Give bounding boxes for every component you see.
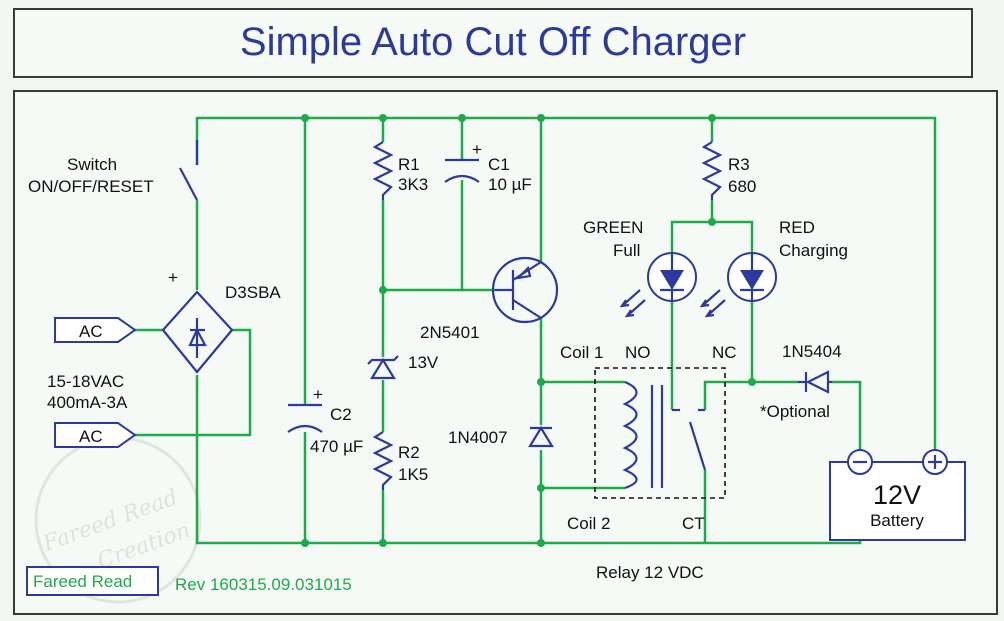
author-box: Fareed Read xyxy=(26,566,159,596)
battery-voltage: 12V xyxy=(873,480,921,510)
r1-value: 3K3 xyxy=(398,175,428,194)
output-diode-note: *Optional xyxy=(760,402,830,421)
c1-name: C1 xyxy=(488,155,510,174)
relay-ct-label: CT xyxy=(682,514,705,533)
ac-input-flag-2: AC xyxy=(54,422,137,448)
relay-nc-label: NC xyxy=(712,343,737,362)
led-green-symbol xyxy=(619,252,697,318)
ac-spec-current: 400mA-3A xyxy=(47,393,128,412)
ac-spec-voltage: 15-18VAC xyxy=(47,372,124,391)
flyback-diode-name: 1N4007 xyxy=(448,428,508,447)
c2-value: 470 µF xyxy=(310,437,363,456)
zener-value: 13V xyxy=(408,353,439,372)
flyback-diode-symbol xyxy=(528,425,554,448)
capacitor-c1-symbol xyxy=(444,158,480,183)
revision-label: Rev 160315.09.031015 xyxy=(175,575,352,594)
led-red-symbol xyxy=(699,252,777,318)
c1-value: 10 µF xyxy=(488,175,532,194)
led-red-label-1: RED xyxy=(779,218,815,237)
battery-symbol xyxy=(829,449,966,541)
r2-name: R2 xyxy=(398,443,420,462)
output-diode-symbol xyxy=(798,370,832,394)
ac-input-flag-1: AC xyxy=(54,317,137,343)
c2-plus: + xyxy=(313,385,323,404)
relay-no-label: NO xyxy=(625,343,651,362)
resistor-r3-symbol xyxy=(701,141,723,200)
relay-symbol xyxy=(594,367,726,499)
transistor-name: 2N5401 xyxy=(420,323,480,342)
r3-name: R3 xyxy=(728,155,750,174)
page-title: Simple Auto Cut Off Charger xyxy=(239,20,747,64)
switch-label-1: Switch xyxy=(67,155,117,174)
bridge-rectifier-symbol xyxy=(161,290,234,374)
relay-coil1-label: Coil 1 xyxy=(560,343,603,362)
led-green-label-1: GREEN xyxy=(583,218,643,237)
capacitor-c2-symbol xyxy=(287,403,323,433)
zener-diode-symbol xyxy=(367,355,399,380)
wires xyxy=(135,116,937,545)
svg-text:AC: AC xyxy=(79,427,103,446)
c1-plus: + xyxy=(472,140,482,159)
switch-symbol xyxy=(179,140,199,290)
title-box: Simple Auto Cut Off Charger xyxy=(13,8,973,78)
r1-name: R1 xyxy=(398,155,420,174)
bridge-name: D3SBA xyxy=(225,283,281,302)
c2-name: C2 xyxy=(330,405,352,424)
led-green-label-2: Full xyxy=(613,241,640,260)
relay-coil2-label: Coil 2 xyxy=(567,514,610,533)
relay-name: Relay 12 VDC xyxy=(596,563,704,582)
junction-nodes xyxy=(301,114,756,547)
author-name: Fareed Read xyxy=(33,572,132,591)
output-diode-name: 1N5404 xyxy=(782,342,842,361)
resistor-r1-symbol xyxy=(372,141,394,200)
r3-value: 680 xyxy=(728,177,756,196)
bridge-plus: + xyxy=(168,268,178,287)
switch-label-2: ON/OFF/RESET xyxy=(28,177,154,196)
battery-label: Battery xyxy=(870,511,924,530)
led-red-label-2: Charging xyxy=(779,241,848,260)
r2-value: 1K5 xyxy=(398,465,428,484)
resistor-r2-symbol xyxy=(372,431,394,490)
svg-text:AC: AC xyxy=(79,322,103,341)
transistor-2n5401-symbol xyxy=(491,256,559,324)
